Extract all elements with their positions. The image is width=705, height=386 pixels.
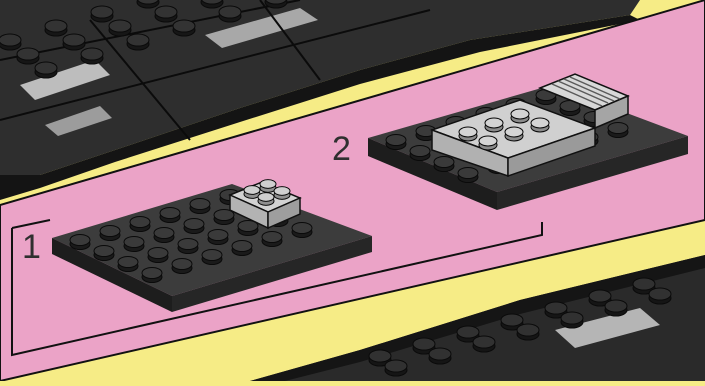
model-stud bbox=[17, 48, 39, 64]
plate-stud bbox=[238, 221, 258, 236]
model-stud bbox=[127, 34, 149, 50]
plate-stud bbox=[148, 248, 168, 263]
model-stud bbox=[649, 288, 671, 304]
plate-stud bbox=[232, 241, 252, 256]
plate-stud bbox=[608, 123, 628, 138]
brick-stud bbox=[531, 118, 549, 132]
plate-stud bbox=[160, 208, 180, 223]
plate-stud bbox=[70, 235, 90, 250]
plate-stud bbox=[154, 228, 174, 243]
tile-stud bbox=[274, 187, 290, 200]
model-stud bbox=[173, 20, 195, 36]
model-stud bbox=[81, 48, 103, 64]
plate-stud bbox=[202, 250, 222, 265]
model-stud bbox=[155, 6, 177, 22]
plate-stud bbox=[142, 268, 162, 283]
brick-stud bbox=[505, 127, 523, 141]
plate-stud bbox=[184, 219, 204, 234]
plate-stud bbox=[434, 157, 454, 172]
plate-stud bbox=[410, 146, 430, 161]
model-stud bbox=[0, 34, 21, 50]
plate-stud bbox=[262, 232, 282, 247]
model-stud bbox=[265, 0, 287, 8]
model-stud bbox=[219, 6, 241, 22]
model-stud bbox=[63, 34, 85, 50]
model-stud bbox=[385, 360, 407, 376]
model-stud bbox=[91, 6, 113, 22]
brick-stud bbox=[511, 109, 529, 123]
plate-stud bbox=[124, 237, 144, 252]
plate-stud bbox=[130, 217, 150, 232]
step-number-2: 2 bbox=[332, 130, 351, 168]
plate-stud bbox=[190, 199, 210, 214]
brick-stud bbox=[479, 136, 497, 150]
plate-stud bbox=[172, 259, 192, 274]
model-stud bbox=[561, 312, 583, 328]
model-stud bbox=[201, 0, 223, 8]
model-stud bbox=[517, 324, 539, 340]
plate-stud bbox=[386, 135, 406, 150]
model-stud bbox=[605, 300, 627, 316]
plate-stud bbox=[208, 230, 228, 245]
plate-stud bbox=[214, 210, 234, 225]
model-stud bbox=[109, 20, 131, 36]
model-stud bbox=[473, 336, 495, 352]
model-stud bbox=[45, 20, 67, 36]
model-stud bbox=[429, 348, 451, 364]
model-stud bbox=[137, 0, 159, 8]
step-number-1: 1 bbox=[22, 228, 41, 266]
brick-stud bbox=[459, 127, 477, 141]
plate-stud bbox=[292, 223, 312, 238]
plate-stud bbox=[118, 257, 138, 272]
plate-stud bbox=[178, 239, 198, 254]
plate-stud bbox=[100, 226, 120, 241]
plate-stud bbox=[458, 168, 478, 183]
tile-stud bbox=[258, 193, 274, 206]
plate-stud bbox=[94, 246, 114, 261]
model-stud bbox=[35, 62, 57, 78]
brick-stud bbox=[485, 118, 503, 132]
